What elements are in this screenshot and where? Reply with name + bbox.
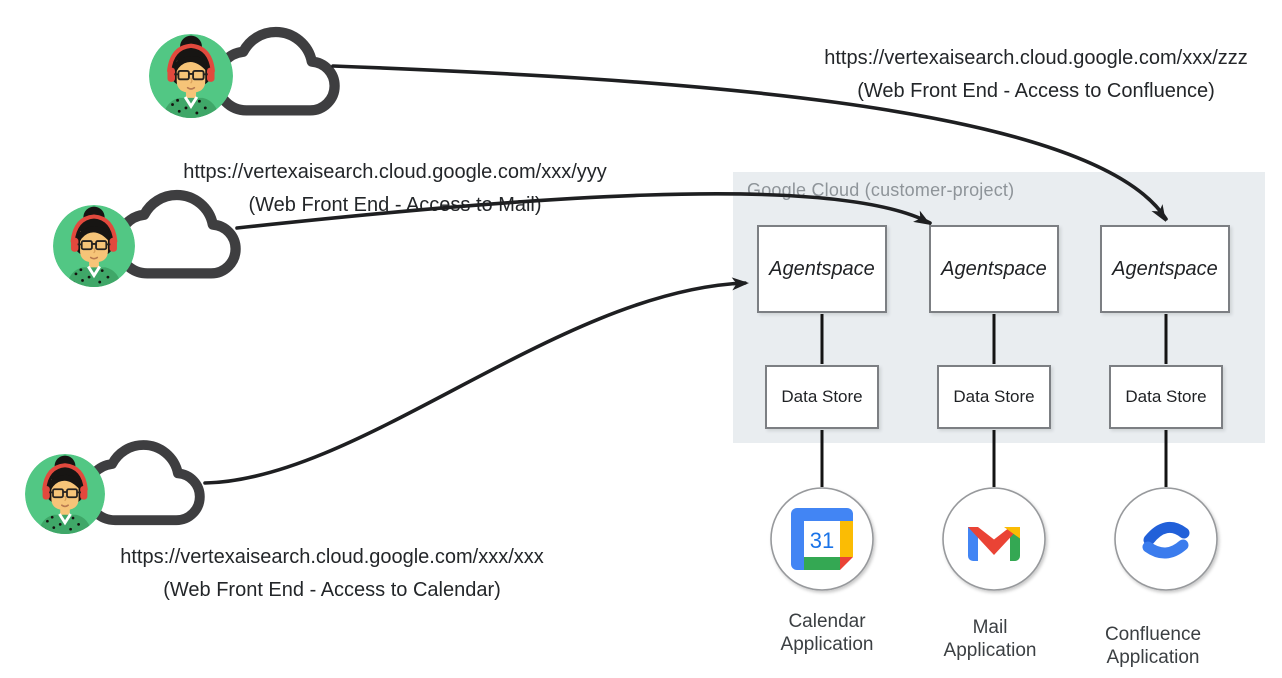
url-label-mail: https://vertexaisearch.cloud.google.com/… <box>165 156 625 222</box>
url-text: https://vertexaisearch.cloud.google.com/… <box>824 47 1248 69</box>
cloud-outline-icon <box>87 445 200 520</box>
user-headset-avatar-icon <box>25 454 105 536</box>
agentspace-box-calendar: Agentspace <box>757 225 887 313</box>
agentspace-label: Agentspace <box>941 257 1047 280</box>
gmail-icon <box>968 527 1020 561</box>
url-text: https://vertexaisearch.cloud.google.com/… <box>183 161 607 183</box>
url-text: https://vertexaisearch.cloud.google.com/… <box>120 546 544 568</box>
datastore-label: Data Store <box>781 387 863 406</box>
panel-title: Google Cloud (customer-project) <box>747 180 1015 200</box>
app-circle-calendar <box>770 487 874 591</box>
datastore-label: Data Store <box>953 387 1035 406</box>
datastore-box-confluence: Data Store <box>1109 365 1223 429</box>
app-circle-confluence <box>1114 487 1218 591</box>
app-circle-mail <box>942 487 1046 591</box>
google-calendar-icon: 31 <box>791 508 853 570</box>
app-label-line1: Mail <box>972 617 1008 638</box>
agentspace-box-confluence: Agentspace <box>1100 225 1230 313</box>
app-label-line1: Calendar <box>788 611 866 632</box>
datastore-label: Data Store <box>1125 387 1207 406</box>
url-label-calendar: https://vertexaisearch.cloud.google.com/… <box>102 541 562 607</box>
app-label-line1: Confluence <box>1104 624 1202 645</box>
datastore-box-mail: Data Store <box>937 365 1051 429</box>
url-caption: (Web Front End - Access to Mail) <box>248 194 542 216</box>
app-label-confluence: Confluence Application <box>1043 623 1263 669</box>
app-label-line2: Application <box>1106 647 1200 668</box>
arrow-calendar <box>203 281 747 485</box>
url-label-confluence: https://vertexaisearch.cloud.google.com/… <box>806 42 1266 108</box>
user-headset-avatar-icon <box>53 205 135 289</box>
calendar-day-text: 31 <box>810 528 834 553</box>
app-label-line2: Application <box>780 634 874 655</box>
url-caption: (Web Front End - Access to Calendar) <box>163 579 501 601</box>
agentspace-box-mail: Agentspace <box>929 225 1059 313</box>
url-caption: (Web Front End - Access to Confluence) <box>857 80 1215 102</box>
confluence-icon <box>1142 521 1190 559</box>
user-headset-avatar-icon <box>149 34 233 120</box>
agentspace-label: Agentspace <box>769 257 875 280</box>
agentspace-label: Agentspace <box>1112 257 1218 280</box>
app-label-mail: Mail Application <box>880 616 1100 662</box>
datastore-box-calendar: Data Store <box>765 365 879 429</box>
cloud-outline-icon <box>217 32 335 110</box>
app-label-calendar: Calendar Application <box>717 610 937 656</box>
app-label-line2: Application <box>943 640 1037 661</box>
